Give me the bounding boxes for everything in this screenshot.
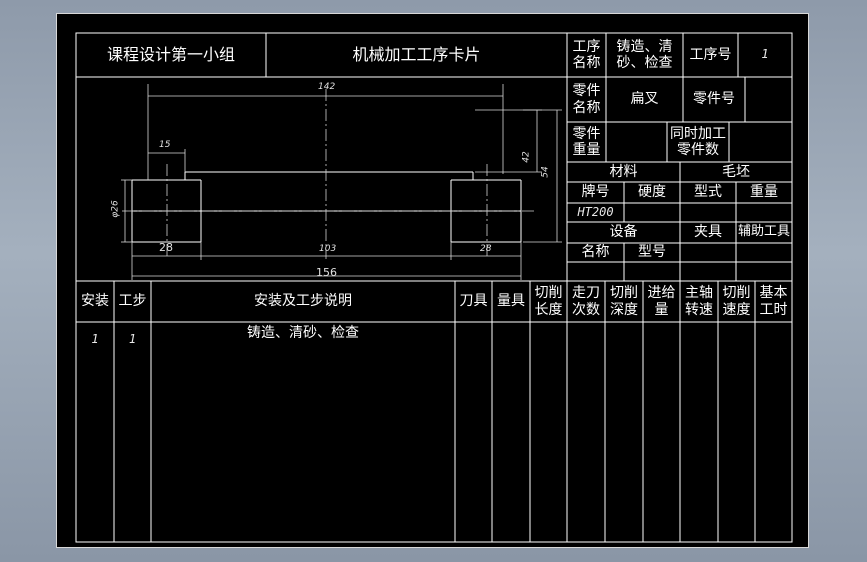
col-feed: 进给 量 — [647, 285, 676, 318]
part-weight-label: 零件 重量 — [572, 125, 601, 158]
grade-value: HT200 — [577, 204, 614, 219]
process-name-label: 工序 名称 — [572, 38, 601, 71]
col-install: 安装 — [81, 293, 109, 310]
col-tool: 刀具 — [459, 293, 488, 310]
dim-phi26: φ26 — [110, 200, 121, 218]
inner-frame — [75, 32, 793, 543]
process-name-value: 铸造、清 砂、检查 — [616, 38, 673, 71]
part-sketch — [131, 171, 522, 243]
col-passes: 走刀 次数 — [572, 285, 600, 318]
hardness-label: 硬度 — [638, 184, 666, 201]
blank-weight-label: 重量 — [750, 184, 778, 201]
equipment-model-label: 型号 — [638, 244, 666, 261]
col-description: 安装及工步说明 — [254, 293, 352, 310]
part-name-value: 扁叉 — [630, 91, 659, 108]
col-cut-depth: 切削 深度 — [610, 285, 638, 318]
dim-156: 156 — [316, 266, 337, 279]
part-no-label: 零件号 — [693, 91, 735, 108]
grade-label: 牌号 — [581, 184, 610, 201]
dim-15: 15 — [159, 140, 171, 150]
dim-42: 42 — [521, 151, 532, 163]
card-title: 机械加工工序卡片 — [352, 44, 481, 64]
dim-28-right: 28 — [480, 244, 492, 254]
simultaneous-parts-label: 同时加工 零件数 — [670, 125, 726, 158]
equipment-name-label: 名称 — [581, 244, 610, 261]
drawing-sheet: 课程设计第一小组 机械加工工序卡片 工序 名称 铸造、清 砂、检查 工序号 1 … — [56, 13, 809, 548]
part-name-label: 零件 名称 — [572, 83, 601, 116]
row-1-step: 1 — [128, 332, 137, 347]
drawing-lines — [75, 32, 793, 543]
blank-type-label: 型式 — [694, 184, 722, 201]
col-cut-speed: 切削 速度 — [722, 285, 751, 318]
dimension-lines — [121, 84, 562, 280]
aux-tool-label: 辅助工具 — [737, 224, 790, 240]
process-no-label: 工序号 — [689, 46, 732, 63]
fixture-label: 夹具 — [694, 224, 722, 241]
group-name: 课程设计第一小组 — [106, 44, 235, 64]
dim-142: 142 — [318, 82, 336, 92]
col-spindle-speed: 主轴 转速 — [685, 285, 713, 318]
col-base-time: 基本 工时 — [759, 285, 788, 318]
dim-54: 54 — [540, 166, 551, 178]
dim-28-left: 28 — [159, 241, 173, 254]
row-1-install: 1 — [91, 332, 99, 347]
blank-label: 毛坯 — [722, 163, 750, 180]
col-cut-length: 切削 长度 — [534, 285, 563, 318]
dim-103: 103 — [319, 244, 337, 254]
process-no-value: 1 — [761, 47, 769, 62]
row-1-description: 铸造、清砂、检查 — [247, 324, 359, 341]
equipment-label: 设备 — [609, 224, 638, 241]
material-label: 材料 — [609, 163, 638, 180]
col-step: 工步 — [118, 293, 147, 310]
col-gauge: 量具 — [497, 293, 525, 310]
